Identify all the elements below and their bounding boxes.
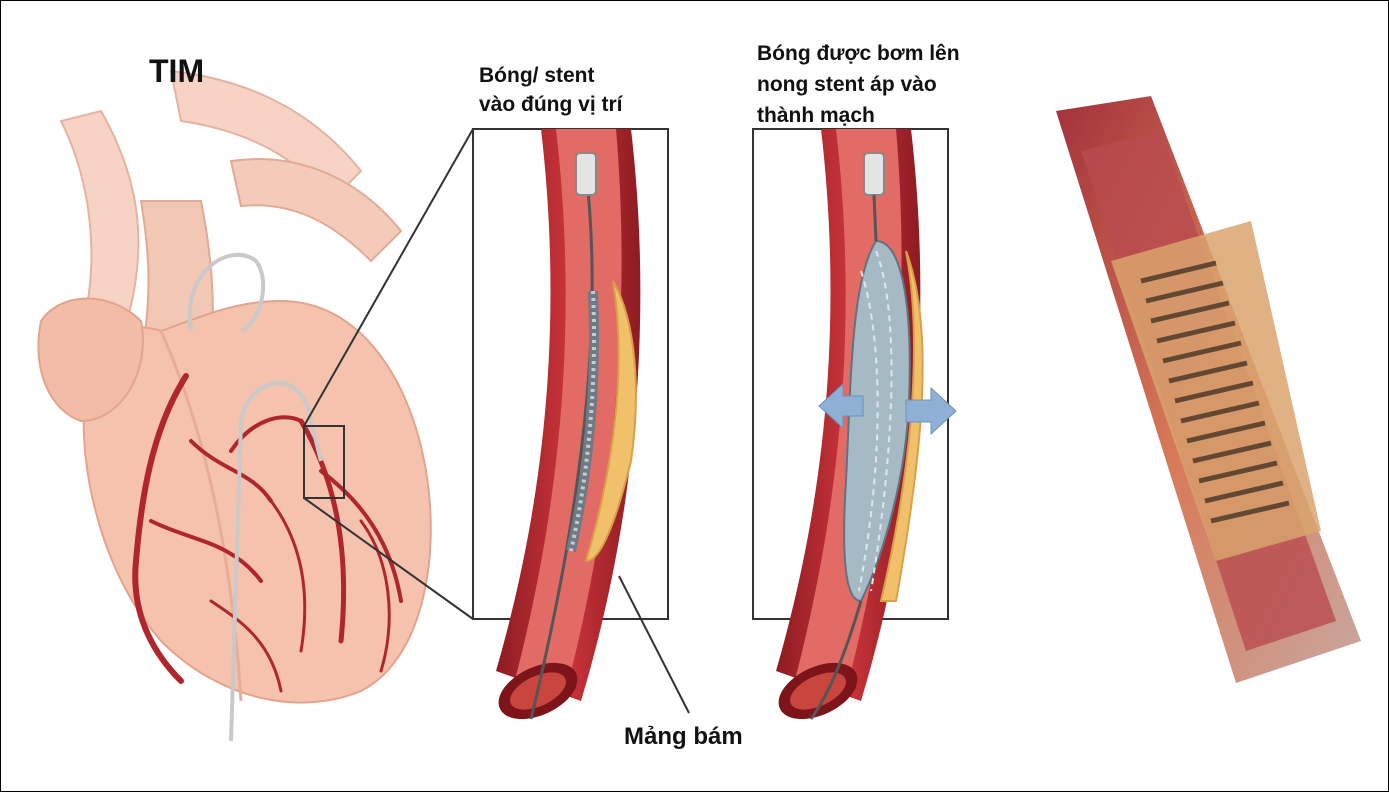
step1-caption: Bóng/ stent vào đúng vị trí: [479, 61, 623, 119]
heart-illustration: [37, 69, 432, 742]
plaque-pointer: [618, 575, 690, 714]
step2-caption-line1: Bóng được bơm lên: [757, 42, 960, 65]
step2-caption-line2: nong stent áp vào: [757, 73, 937, 96]
expansion-arrow: [818, 382, 957, 436]
step2-caption: Bóng được bơm lên nong stent áp vào thàn…: [757, 38, 960, 131]
step1-caption-line2: vào đúng vị trí: [479, 93, 623, 116]
heart-label: TIM: [149, 53, 205, 89]
zoom-box: [303, 128, 474, 620]
stent-photo: [1056, 96, 1361, 683]
step2-caption-line3: thành mạch: [757, 104, 875, 127]
step1-caption-line1: Bóng/ stent: [479, 64, 595, 87]
artery-panel: [472, 128, 669, 720]
plaque-label: Mảng bám: [624, 723, 743, 750]
artery-panel-expanded: [752, 128, 949, 720]
